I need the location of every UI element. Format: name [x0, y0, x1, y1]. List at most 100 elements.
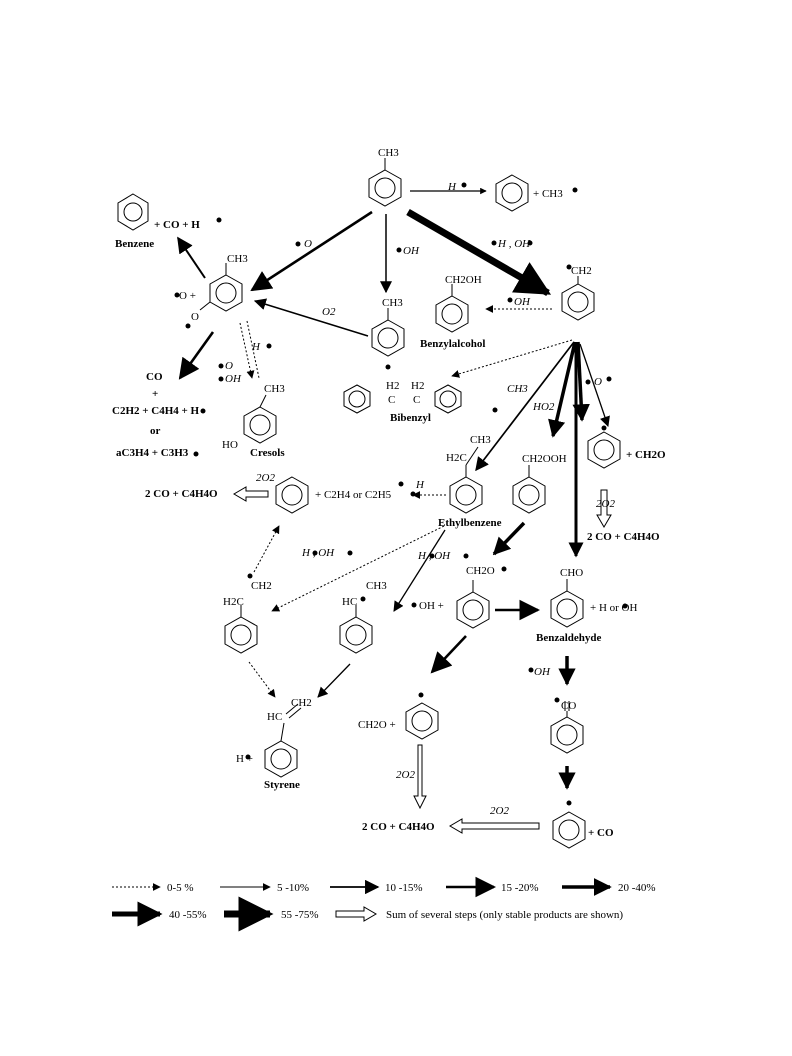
- label-co-c4h4o-2: 2 CO + C4H4O: [145, 488, 218, 500]
- label-h2-a: H2: [386, 380, 399, 392]
- label-ac3h4-products: aC3H4 + C3H3: [116, 447, 189, 459]
- label-ch2-styrene: CH2: [291, 697, 312, 709]
- bibenzyl-ring-left: [343, 384, 371, 414]
- label-h-oh-1: H , OH: [497, 238, 531, 250]
- label-oh-rad-2: OH: [514, 296, 531, 308]
- label-o-rad-3: O: [594, 376, 602, 388]
- legend-label-2: 10 -15%: [385, 882, 423, 894]
- arrow-ethylbenzene-to-vinyl: [271, 525, 445, 612]
- label-plus-co: + CO: [588, 827, 614, 839]
- label-ch2-vinyl: CH2: [251, 580, 272, 592]
- hollow-arrow-phenyl-to-co-3: [413, 744, 427, 810]
- label-co: CO: [146, 371, 163, 383]
- methylphenoxy-ring: [199, 263, 243, 312]
- label-benzene: Benzene: [115, 238, 154, 250]
- arrow-benzyl-to-phenyl-ch2o: [572, 341, 590, 422]
- label-h2c-eb: H2C: [446, 452, 467, 464]
- arrow-benzyl-to-ethylbenzene: [475, 341, 575, 472]
- legend-label-1: 5 -10%: [277, 882, 309, 894]
- legend-label-3: 15 -20%: [501, 882, 539, 894]
- legend-label-7: Sum of several steps (only stable produc…: [386, 909, 623, 921]
- label-c2h4-c2h5: + C2H4 or C2H5: [315, 489, 392, 501]
- label-o2-5: 2O2: [396, 769, 415, 781]
- label-h-plus: H +: [236, 753, 253, 765]
- label-h-oh-2: H , OH: [301, 547, 335, 559]
- label-co-c4h4o-4: 2 CO + C4H4O: [362, 821, 435, 833]
- label-o-plus: O +: [179, 290, 196, 302]
- label-ch3-2: CH3: [382, 297, 403, 309]
- arrow-methylphenoxy-to-benzene: [177, 236, 206, 279]
- arrow-methylphenoxy-to-cresols-2: [246, 320, 260, 379]
- benzene-ring-left: [117, 193, 149, 231]
- phenyl-ring-c2h4: [275, 476, 309, 514]
- label-ch3-plus: + CH3: [533, 188, 563, 200]
- label-o2-1: O2: [322, 306, 336, 318]
- label-ch2o-prod: + CH2O: [626, 449, 666, 461]
- label-hc-1: HC: [342, 596, 357, 608]
- labels: CH3 H + CH3 + CO + H Benzene O OH H , OH…: [112, 147, 666, 839]
- label-ch2ooh: CH2OOH: [522, 453, 567, 465]
- legend-label-4: 20 -40%: [618, 882, 656, 894]
- label-ch3-cresyl: CH3: [227, 253, 248, 265]
- arrow-toluene-to-methylphenoxy: [250, 210, 373, 292]
- label-h-rad-3: H: [415, 479, 425, 491]
- label-o2-3: 2O2: [256, 472, 275, 484]
- legend-label-0: 0-5 %: [167, 882, 194, 894]
- label-ch3-cresols: CH3: [264, 383, 285, 395]
- label-cresols: Cresols: [250, 447, 285, 459]
- benzyloxy-radical-ring: [456, 580, 490, 629]
- label-h2-b: H2: [411, 380, 424, 392]
- hollow-arrow-phenyl-to-co-1: [233, 486, 269, 502]
- label-benzylalcohol: Benzylalcohol: [420, 338, 485, 350]
- label-ch3-3: CH3: [507, 383, 528, 395]
- phenyl-radical-ring: [405, 702, 439, 740]
- vinyl-radical-ring: [224, 605, 258, 654]
- label-o-ring: O: [191, 311, 199, 323]
- phenyl-radical-ring-co: [552, 811, 586, 849]
- label-ch2-benzyl: CH2: [571, 265, 592, 277]
- hollow-arrows: [233, 486, 612, 834]
- label-cho: CHO: [560, 567, 583, 579]
- label-co-c4h4o-1: 2 CO + C4H4O: [587, 531, 660, 543]
- phenyl-ring-ch2o: [587, 431, 621, 469]
- hollow-arrow-phenyl-to-co-2: [596, 489, 612, 528]
- label-plus: +: [152, 388, 158, 400]
- legend: 0-5 % 5 -10% 10 -15% 15 -20% 20 -40% 40 …: [112, 876, 656, 932]
- label-hc-styrene: HC: [267, 711, 282, 723]
- label-o2-2: 2O2: [596, 498, 615, 510]
- methylbenzyl-radical-ring: [339, 605, 373, 654]
- label-ethylbenzene: Ethylbenzene: [438, 517, 502, 529]
- benzylhydroperoxide-ring: [512, 465, 546, 514]
- label-h2c-vinyl: H2C: [223, 596, 244, 608]
- bibenzyl-ring-right: [434, 384, 462, 414]
- label-ch2o-rad: CH2O: [466, 565, 495, 577]
- label-benzaldehyde: Benzaldehyde: [536, 632, 602, 644]
- arrow-vinyl-to-styrene: [248, 661, 276, 698]
- label-ch3-top: CH3: [378, 147, 399, 159]
- arrow-benzyl-to-phenyl-ch2o-2: [579, 343, 610, 427]
- arrow-benzyl-to-hydroperoxide: [548, 341, 577, 438]
- label-ch3-eb: CH3: [470, 434, 491, 446]
- label-ch2o-plus: CH2O +: [358, 719, 396, 731]
- arrow-vinyl-to-phenyl: [253, 525, 280, 573]
- label-or: or: [150, 425, 161, 437]
- label-h-oh-3: H , OH: [417, 550, 451, 562]
- hollow-arrow-phenyl-to-co-4: [449, 818, 540, 834]
- label-ho2: HO2: [532, 401, 555, 413]
- label-ch2oh: CH2OH: [445, 274, 482, 286]
- label-o-rad: O: [304, 238, 312, 250]
- toluene-ring: [368, 158, 402, 207]
- label-oh-rad-3: OH: [225, 373, 242, 385]
- legend-label-5: 40 -55%: [169, 909, 207, 921]
- benzylalcohol-ring: [435, 284, 469, 333]
- arrows: [177, 187, 610, 790]
- label-oh-plus: OH +: [419, 600, 444, 612]
- arrow-benzyl-to-bibenzyl: [451, 339, 573, 378]
- benzaldehyde-ring: [550, 579, 584, 628]
- label-h-or-oh: + H or OH: [590, 602, 638, 614]
- label-h-rad-2: H: [251, 341, 261, 353]
- label-c-b: C: [413, 394, 420, 406]
- label-bibenzyl: Bibenzyl: [390, 412, 431, 424]
- label-co-rad: CO: [561, 700, 576, 712]
- benzene-ring-top-right: [495, 174, 529, 212]
